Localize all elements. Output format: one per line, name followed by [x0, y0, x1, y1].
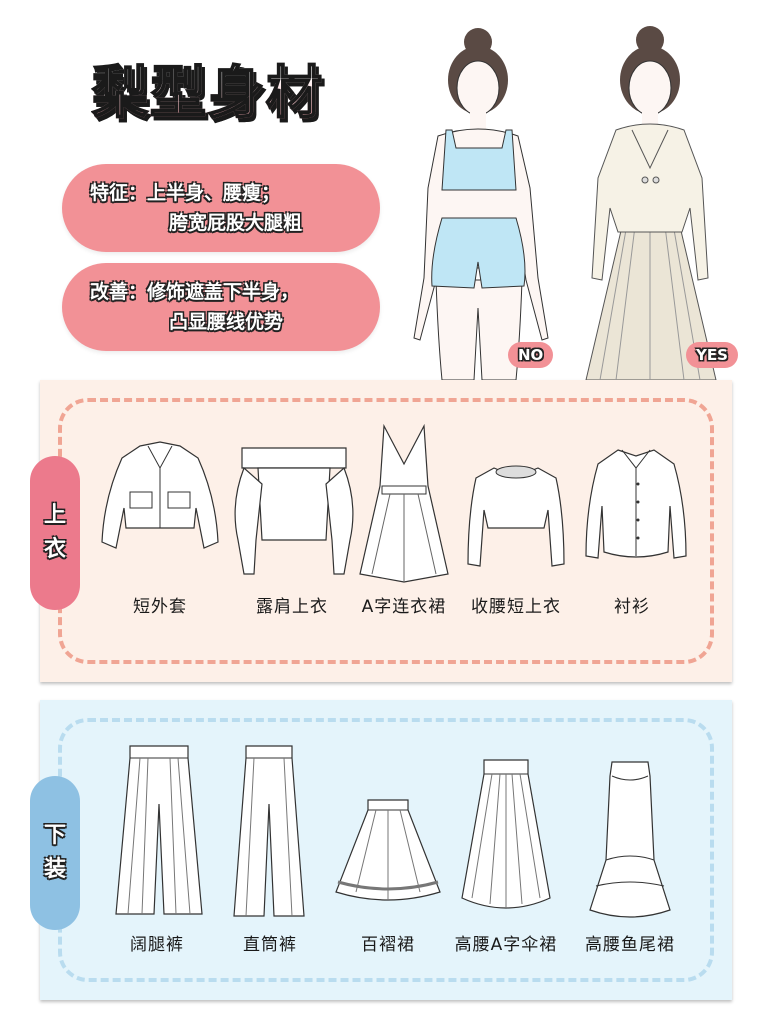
- cropped-jacket-icon: [101, 441, 219, 549]
- tops-item-shirt: [584, 446, 688, 566]
- bottoms-item-label: 直筒裤: [243, 935, 297, 955]
- tops-item-label: 短外套: [133, 597, 187, 617]
- feature-line-1: 上半身、腰瘦；: [147, 182, 281, 204]
- bottoms-item-label: 高腰A字伞裙: [454, 935, 558, 955]
- tops-item-label: A字连衣裙: [361, 597, 447, 617]
- improve-label: 改善：: [90, 281, 148, 303]
- tops-item-label: 衬衫: [614, 597, 650, 617]
- bottoms-item-pleated-skirt: [334, 796, 442, 906]
- off-shoulder-top-icon: [234, 447, 354, 575]
- no-badge: NO: [508, 342, 554, 368]
- high-waist-mermaid-skirt-icon: [589, 761, 671, 918]
- bottoms-item-wide-leg-pants: [114, 744, 204, 916]
- improve-line-2: 凸显腰线优势: [169, 311, 284, 333]
- bottoms-item-label: 百褶裙: [361, 935, 415, 955]
- straight-pants-icon: [233, 745, 305, 917]
- tops-item-label: 收腰短上衣: [471, 597, 561, 617]
- improve-line-1: 修饰遮盖下半身，: [147, 281, 300, 303]
- bottoms-tab-char-1: 下: [43, 823, 66, 848]
- feature-label: 特征：: [90, 182, 148, 204]
- tops-item-cropped-jacket: [98, 438, 222, 554]
- bottoms-panel: 下 装 阔腿裤 直筒裤 百褶裙: [30, 700, 732, 1000]
- bottoms-item-high-waist-a-line-skirt: [460, 758, 552, 916]
- feature-line-2: 胯宽屁股大腿粗: [169, 212, 303, 234]
- figure-no-outfit: [398, 18, 568, 381]
- tops-tab-char-1: 上: [43, 503, 66, 528]
- woman-crop-top-shorts-icon: [413, 28, 549, 381]
- high-waist-a-line-skirt-icon: [461, 759, 551, 909]
- tops-category-tab: 上 衣: [30, 456, 80, 610]
- improve-pill: 改善：修饰遮盖下半身， 凸显腰线优势: [62, 263, 380, 351]
- tops-item-off-shoulder-top: [230, 444, 358, 576]
- pleated-skirt-icon: [335, 799, 441, 901]
- tops-item-label: 露肩上衣: [256, 597, 328, 617]
- bottoms-tab-char-2: 装: [43, 857, 66, 882]
- tops-item-a-line-dress: [358, 424, 450, 584]
- a-line-dress-icon: [359, 424, 449, 583]
- bottoms-item-label: 阔腿裤: [130, 935, 184, 955]
- figure-yes-outfit: [566, 18, 736, 381]
- tops-panel: 上 衣 短外套 露肩上衣 A字连衣裙: [30, 380, 732, 682]
- bottoms-category-tab: 下 装: [30, 776, 80, 930]
- feature-pill: 特征：上半身、腰瘦； 胯宽屁股大腿粗: [62, 164, 380, 252]
- bottoms-item-straight-pants: [232, 744, 306, 918]
- tops-tab-char-2: 衣: [43, 537, 66, 562]
- wide-leg-pants-icon: [115, 745, 203, 915]
- bottoms-item-high-waist-mermaid-skirt: [586, 760, 674, 920]
- bottoms-item-label: 高腰鱼尾裙: [585, 935, 675, 955]
- woman-jacket-dress-icon: [585, 26, 717, 381]
- page-title: 梨型身材: [91, 48, 324, 129]
- tops-item-cropped-fitted-top: [464, 464, 568, 572]
- yes-badge: YES: [686, 342, 738, 368]
- shirt-icon: [585, 449, 687, 559]
- cropped-fitted-top-icon: [467, 465, 565, 567]
